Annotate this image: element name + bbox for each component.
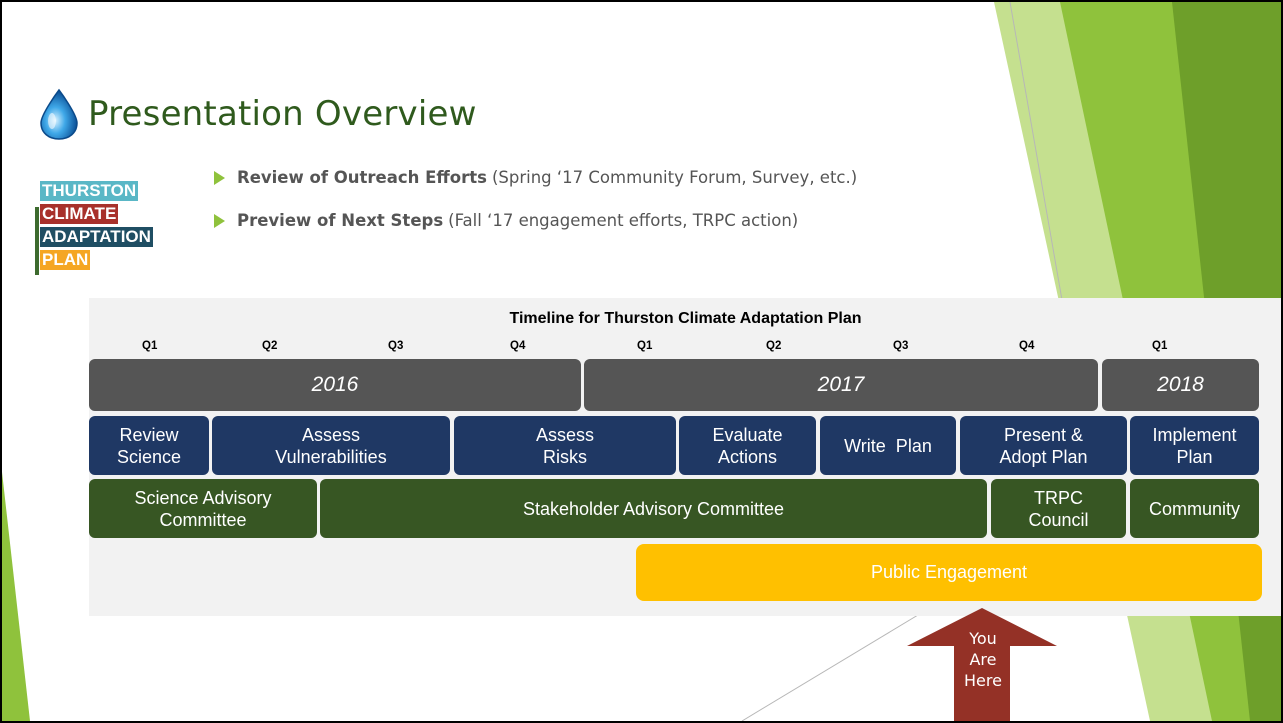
task-line: Actions <box>717 446 778 467</box>
you-are-here-arrow <box>907 608 1057 721</box>
bullet-heading: Preview of Next Steps <box>237 211 444 230</box>
marker-line: You <box>969 629 997 648</box>
task-line: Vulnerabilities <box>275 446 387 467</box>
group-stakeholder-advisory-committee: Stakeholder Advisory Committee <box>320 479 987 538</box>
logo-word-climate: CLIMATE <box>40 204 119 224</box>
task-line: Review <box>119 424 179 445</box>
task-line: Plan <box>1176 446 1213 467</box>
page-title: Presentation Overview <box>88 94 477 134</box>
timeline-title: Timeline for Thurston Climate Adaptation… <box>509 310 862 327</box>
quarter-label: Q4 <box>510 340 526 352</box>
task-line: Present & <box>1003 424 1084 445</box>
group-line: Science Advisory <box>134 487 272 508</box>
task-line: Assess <box>535 424 595 445</box>
task-line: Adopt Plan <box>999 446 1088 467</box>
logo-bar <box>35 207 39 275</box>
bullet-detail: (Fall ‘17 engagement efforts, TRPC actio… <box>448 211 799 230</box>
marker-line: Here <box>964 671 1002 690</box>
triangle-bullet-icon <box>214 170 225 185</box>
group-line: Council <box>1028 509 1089 530</box>
year-bar-2017: 2017 <box>584 359 1098 411</box>
decor-line-upper <box>1009 2 1063 301</box>
task-line: Risks <box>543 446 587 467</box>
task-line: Science <box>116 446 182 467</box>
year-bar-2018: 2018 <box>1102 359 1259 411</box>
quarter-label: Q3 <box>388 340 404 352</box>
water-drop-icon <box>40 88 78 140</box>
logo-word-thurston: THURSTON <box>40 181 139 201</box>
task-line: Evaluate <box>712 424 783 445</box>
bullet-item: Review of Outreach Efforts (Spring ‘17 C… <box>214 168 857 187</box>
marker-line: Are <box>969 650 997 669</box>
quarter-label: Q2 <box>262 340 278 352</box>
task-present-adopt-plan: Present &Adopt Plan <box>960 416 1127 475</box>
public-engagement-bar: Public Engagement <box>636 544 1262 601</box>
green-stripe-left <box>2 472 30 721</box>
you-are-here-label: You Are Here <box>936 628 1030 691</box>
logo-word-adaptation: ADAPTATION <box>40 227 153 247</box>
quarter-label: Q1 <box>142 340 158 352</box>
task-line: Implement <box>1152 424 1237 445</box>
quarter-label: Q2 <box>766 340 782 352</box>
year-bar-2016: 2016 <box>89 359 581 411</box>
bullet-detail: (Spring ‘17 Community Forum, Survey, etc… <box>491 168 858 187</box>
group-line: Committee <box>159 509 247 530</box>
quarter-label: Q1 <box>637 340 653 352</box>
bullet-item: Preview of Next Steps (Fall ‘17 engageme… <box>214 211 798 230</box>
task-line: Assess <box>301 424 361 445</box>
quarter-label: Q1 <box>1152 340 1168 352</box>
quarter-label: Q3 <box>893 340 909 352</box>
group-community: Community <box>1130 479 1259 538</box>
quarter-label: Q4 <box>1019 340 1035 352</box>
bullet-heading: Review of Outreach Efforts <box>237 168 487 187</box>
logo-word-plan: PLAN <box>40 250 91 270</box>
triangle-bullet-icon <box>214 213 225 228</box>
task-write-plan: Write Plan <box>820 416 956 475</box>
title-area: Presentation Overview <box>36 88 477 140</box>
group-line: TRPC <box>1034 487 1083 508</box>
timeline-diagram: Timeline for Thurston Climate Adaptation… <box>89 298 1281 616</box>
